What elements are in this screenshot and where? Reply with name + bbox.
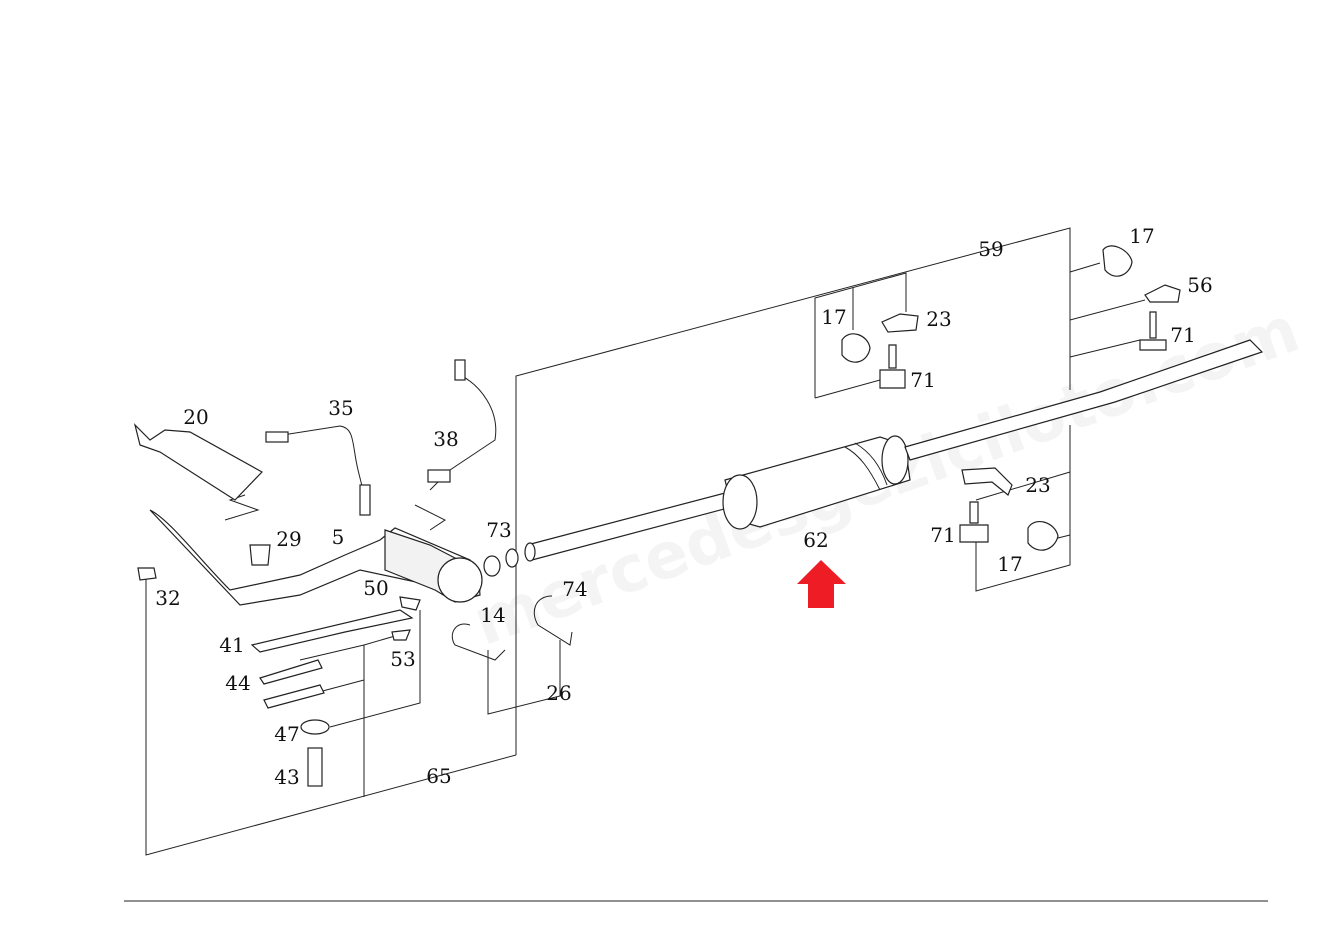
label-59[interactable]: 59 [978, 237, 1003, 261]
label-17[interactable]: 17 [1129, 224, 1154, 248]
label-71[interactable]: 71 [1170, 323, 1195, 347]
part-38-oxygen-sensor[interactable] [427, 359, 497, 491]
label-41[interactable]: 41 [219, 633, 244, 657]
label-20[interactable]: 20 [183, 405, 208, 429]
label-44[interactable]: 44 [225, 671, 250, 695]
part-5-catalytic-converter[interactable] [149, 509, 519, 606]
label-38[interactable]: 38 [433, 427, 458, 451]
label-65[interactable]: 65 [426, 764, 451, 788]
part-labels: 17 59 56 17 23 71 71 20 35 38 23 73 5 29… [155, 224, 1212, 789]
label-62[interactable]: 62 [803, 528, 828, 552]
label-32[interactable]: 32 [155, 586, 180, 610]
hardware-parts[interactable] [137, 245, 1181, 787]
label-14[interactable]: 14 [480, 603, 505, 627]
label-23[interactable]: 23 [926, 307, 951, 331]
label-26[interactable]: 26 [546, 681, 571, 705]
label-73[interactable]: 73 [486, 518, 511, 542]
label-71[interactable]: 71 [910, 368, 935, 392]
label-29[interactable]: 29 [276, 527, 301, 551]
label-17[interactable]: 17 [997, 552, 1022, 576]
label-56[interactable]: 56 [1187, 273, 1212, 297]
part-35-oxygen-sensor[interactable] [265, 425, 371, 516]
highlight-arrow [797, 560, 846, 608]
label-47[interactable]: 47 [274, 722, 299, 746]
label-43[interactable]: 43 [274, 765, 299, 789]
label-35[interactable]: 35 [328, 396, 353, 420]
label-17[interactable]: 17 [821, 305, 846, 329]
label-71[interactable]: 71 [930, 523, 955, 547]
part-62-muffler-assembly[interactable] [524, 339, 1264, 562]
part-20-heat-shield[interactable] [133, 423, 263, 501]
label-74[interactable]: 74 [562, 577, 587, 601]
label-23[interactable]: 23 [1025, 473, 1050, 497]
label-50[interactable]: 50 [363, 576, 388, 600]
label-5[interactable]: 5 [332, 525, 345, 549]
label-53[interactable]: 53 [390, 647, 415, 671]
